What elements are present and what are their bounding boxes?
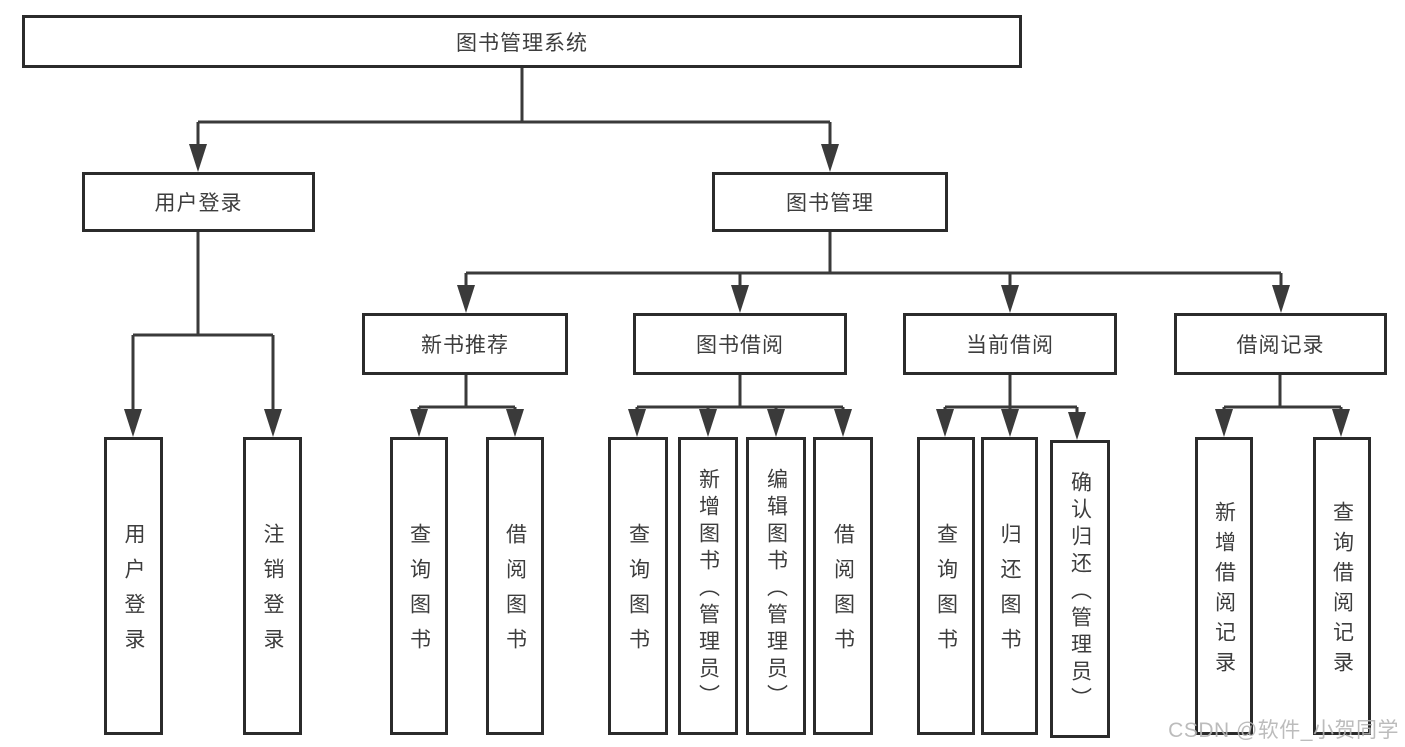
node-label: 图书管理系统 [456, 31, 588, 55]
leaf-label: 新增图书（管理员） [696, 467, 720, 711]
leaf-label: 编辑图书（管理员） [764, 467, 788, 711]
node-label: 图书借阅 [696, 334, 784, 357]
node-label: 借阅记录 [1236, 334, 1325, 357]
leaf-label: 用户登录 [122, 523, 145, 663]
leaf-label: 确认归还（管理员） [1068, 470, 1092, 714]
leaf-borrow-books: 借阅图书 [813, 437, 873, 735]
leaf-user-login: 用户登录 [104, 437, 163, 735]
leaf-label: 归还图书 [998, 523, 1021, 663]
node-user-login: 用户登录 [82, 172, 315, 232]
node-book-borrow: 图书借阅 [633, 313, 847, 375]
node-label: 用户登录 [154, 192, 243, 215]
leaf-label: 查询图书 [934, 523, 958, 663]
watermark: CSDN @软件_小贺同学 [1168, 719, 1399, 742]
node-new-book-recommend: 新书推荐 [362, 313, 568, 375]
node-borrow-records: 借阅记录 [1174, 313, 1387, 375]
leaf-label: 查询借阅记录 [1330, 500, 1354, 681]
leaf-query-borrow-record: 查询借阅记录 [1313, 437, 1371, 735]
leaf-query-books-recommend: 查询图书 [390, 437, 448, 735]
leaf-query-books-current: 查询图书 [917, 437, 975, 735]
leaf-label: 注销登录 [261, 523, 284, 663]
node-library-management-system: 图书管理系统 [22, 15, 1022, 68]
leaf-logout: 注销登录 [243, 437, 302, 735]
leaf-edit-books-admin: 编辑图书（管理员） [746, 437, 806, 735]
leaf-query-books-borrow: 查询图书 [608, 437, 668, 735]
leaf-borrow-books-recommend: 借阅图书 [486, 437, 544, 735]
leaf-return-books: 归还图书 [981, 437, 1038, 735]
leaf-add-borrow-record: 新增借阅记录 [1195, 437, 1253, 735]
node-book-management: 图书管理 [712, 172, 948, 232]
node-label: 当前借阅 [966, 334, 1054, 357]
leaf-confirm-return-admin: 确认归还（管理员） [1050, 440, 1110, 738]
leaf-label: 查询图书 [626, 523, 650, 663]
arrowheads [124, 144, 1350, 440]
node-label: 图书管理 [786, 192, 874, 215]
leaf-label: 借阅图书 [831, 523, 855, 663]
node-label: 新书推荐 [421, 334, 509, 357]
leaf-add-books-admin: 新增图书（管理员） [678, 437, 738, 735]
leaf-label: 借阅图书 [503, 523, 527, 663]
node-current-borrow: 当前借阅 [903, 313, 1117, 375]
leaf-label: 查询图书 [407, 523, 431, 663]
leaf-label: 新增借阅记录 [1212, 500, 1236, 681]
